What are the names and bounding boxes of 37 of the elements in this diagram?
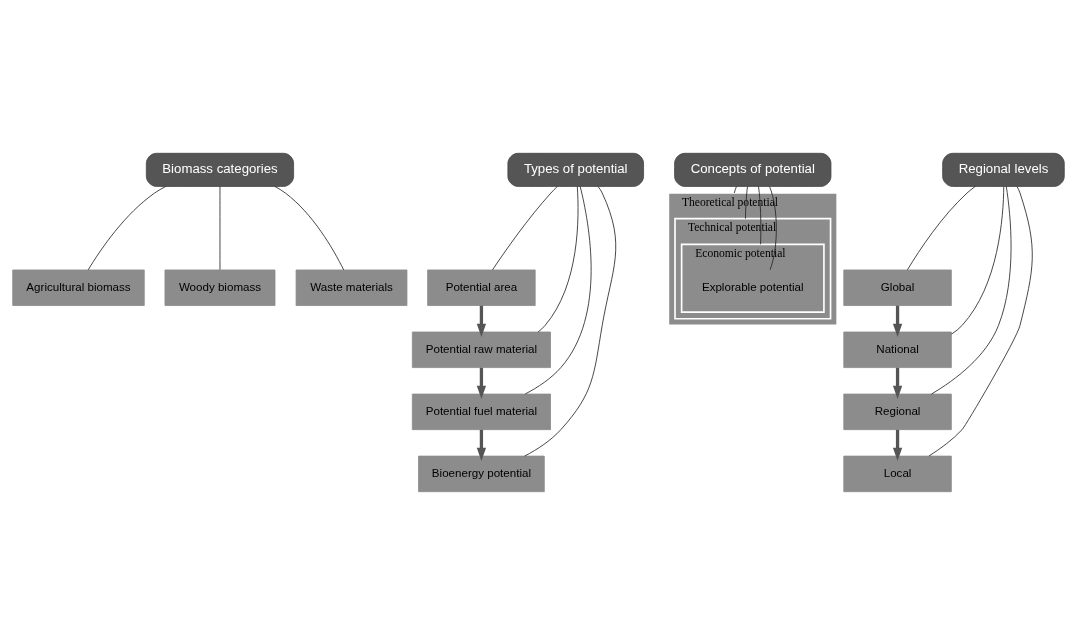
connector [733, 185, 737, 193]
connector [524, 185, 617, 456]
node-box: Concepts of potential [674, 152, 832, 187]
arrow [892, 367, 903, 399]
connector [928, 185, 1033, 456]
node-box: Potential raw material [411, 331, 551, 368]
connector [87, 185, 167, 270]
node-box: Biomass categories [145, 152, 295, 187]
arrow [476, 367, 487, 399]
connector [951, 185, 1005, 334]
connector [219, 185, 221, 270]
connector [492, 185, 558, 270]
connector [274, 185, 345, 270]
connector [931, 185, 1012, 394]
node-box: Woody biomass [164, 269, 276, 306]
node-box: Waste materials [295, 269, 408, 306]
node-box: Regional levels [942, 152, 1065, 187]
node-box: Agricultural biomass [12, 269, 145, 306]
node-box: Regional [843, 393, 952, 430]
node-box: Potential area [427, 269, 536, 306]
connector [758, 185, 762, 245]
connector [537, 185, 579, 332]
connector [745, 185, 748, 219]
node-box: Types of potential [507, 152, 644, 187]
connector [769, 185, 777, 270]
node-box: Bioenergy potential [418, 455, 545, 492]
arrow [476, 305, 487, 337]
node-box: Potential fuel material [411, 393, 551, 430]
arrow [892, 429, 903, 461]
node-text: Explorable potential [701, 280, 804, 293]
node-box: Global [843, 269, 952, 306]
connector [907, 185, 976, 270]
arrow [892, 305, 903, 337]
node-box: National [843, 331, 952, 368]
node-box: Local [843, 455, 952, 492]
arrow [476, 429, 487, 461]
connector [524, 185, 592, 394]
